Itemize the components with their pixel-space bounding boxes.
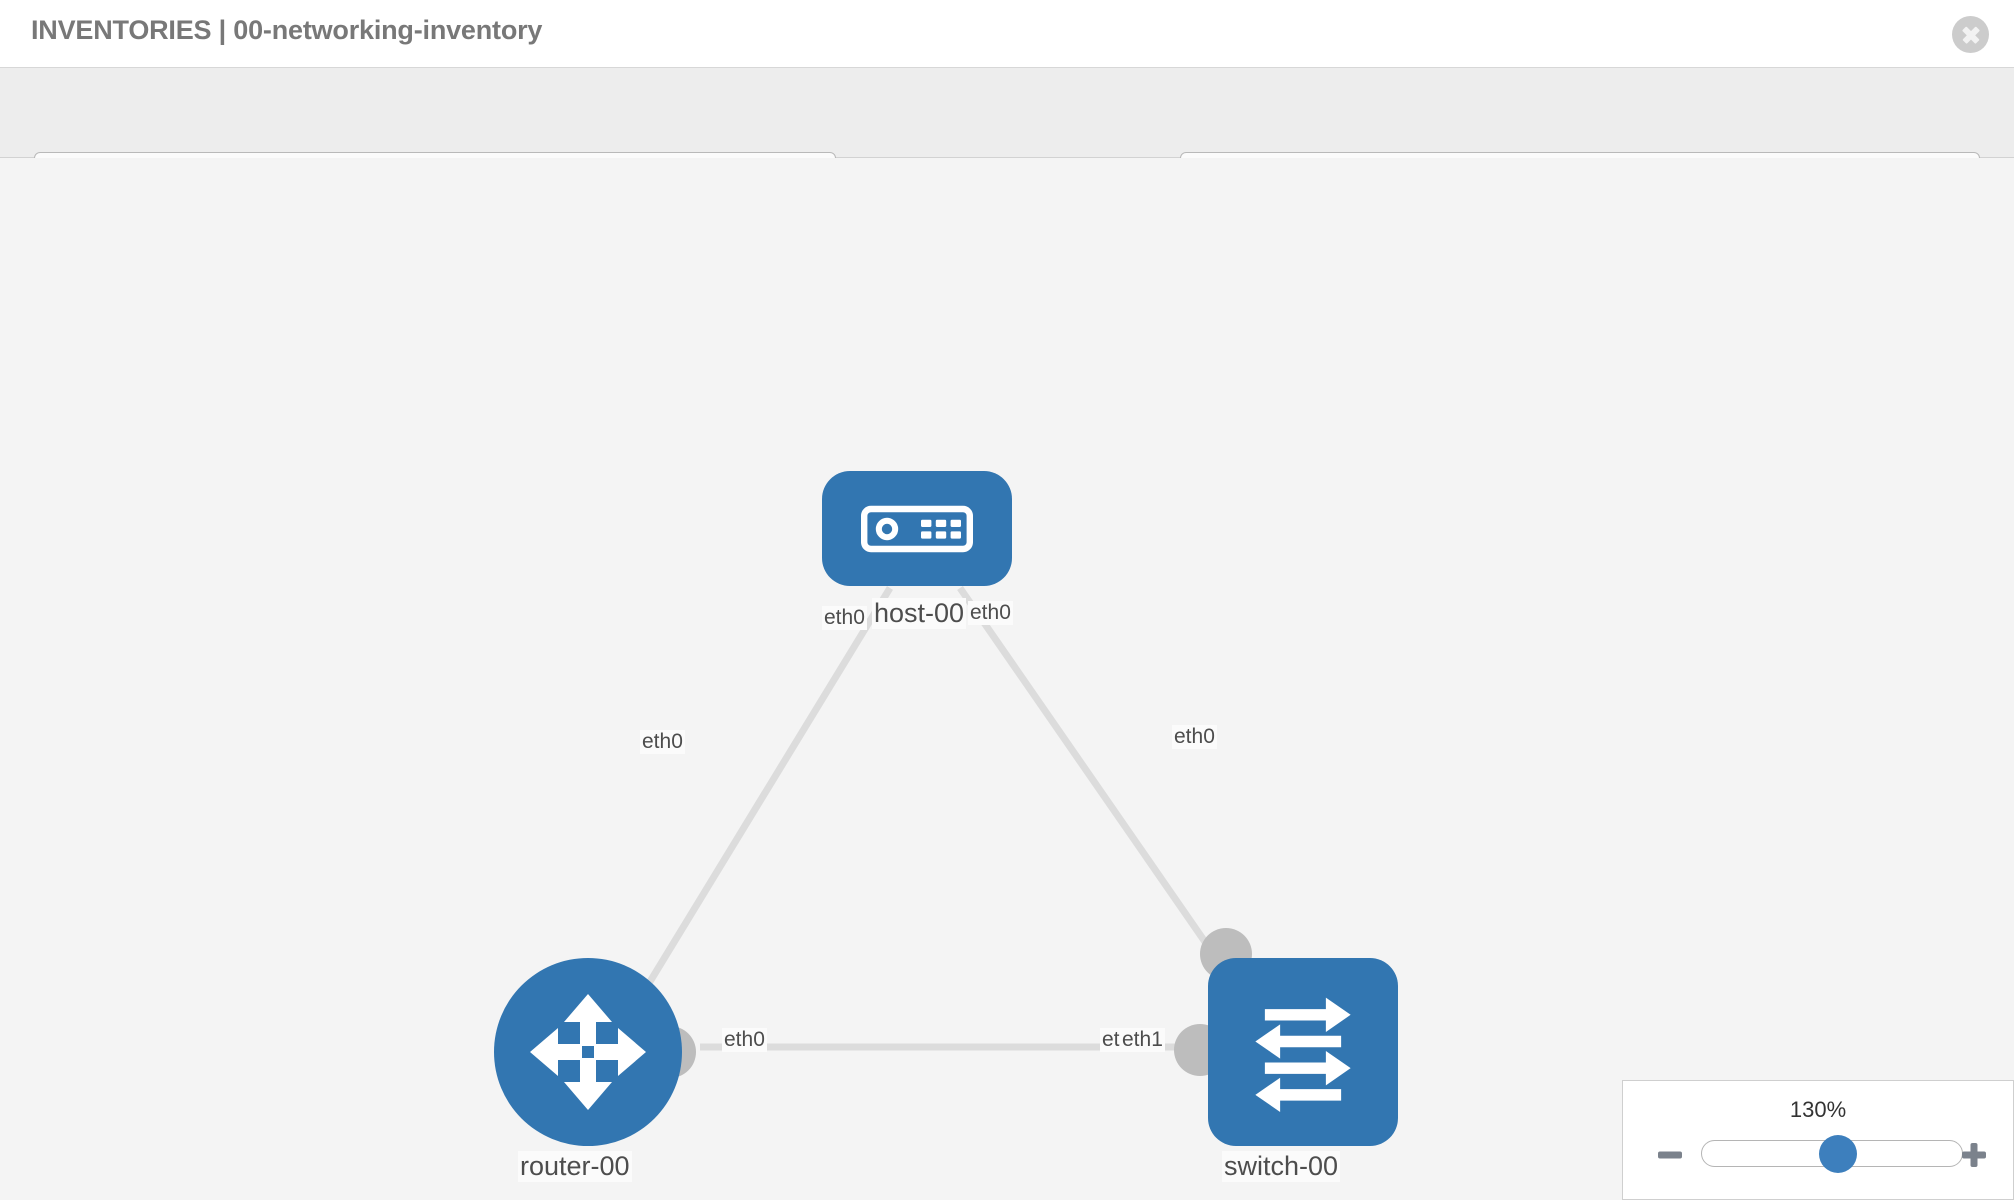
zoom-out-button[interactable] <box>1653 1138 1687 1172</box>
zoom-slider-track[interactable] <box>1701 1135 1963 1173</box>
zoom-slider-thumb[interactable] <box>1819 1135 1858 1173</box>
topology-node-router-00[interactable]: router-00 <box>494 958 696 1182</box>
host-node-shape <box>822 471 1012 586</box>
router-node-shape <box>494 958 682 1146</box>
topology-canvas[interactable]: host-00 eth0 eth0 router-00 eth0 eth0 <box>0 158 2014 1200</box>
iface-label-host-left: eth0 <box>822 606 867 630</box>
edge-host-switch <box>957 586 1233 980</box>
toolbar: ACTIONS SEARCH <box>0 68 2014 209</box>
zoom-control-panel: 130% <box>1622 1080 2014 1200</box>
iface-label-host-right: eth0 <box>968 601 1013 625</box>
iface-label-router-right: eth0 <box>722 1028 767 1052</box>
close-icon[interactable] <box>1952 16 1989 53</box>
page-header: INVENTORIES | 00-networking-inventory <box>0 0 2014 68</box>
topology-node-switch-00[interactable]: switch-00 <box>1174 928 1398 1182</box>
topology-node-label-switch-00: switch-00 <box>1222 1151 1341 1182</box>
iface-label-switch-left-b: eth1 <box>1120 1028 1165 1052</box>
minus-icon <box>1658 1151 1682 1159</box>
page-title: INVENTORIES | 00-networking-inventory <box>31 15 543 45</box>
topology-node-label-router-00: router-00 <box>518 1151 632 1182</box>
topology-node-label-host-00: host-00 <box>872 598 967 629</box>
router-arrows-icon <box>530 994 646 1110</box>
zoom-percent-label: 130% <box>1789 1097 1847 1122</box>
iface-label-switch-up: eth0 <box>1172 725 1217 749</box>
switch-arrows-icon <box>1255 997 1351 1112</box>
iface-label-router-up: eth0 <box>640 730 685 754</box>
zoom-in-button[interactable] <box>1957 1138 1991 1172</box>
plus-icon-vertical <box>1970 1143 1978 1167</box>
server-icon <box>861 505 973 553</box>
edge-host-router <box>637 586 893 1000</box>
topology-node-host-00[interactable]: host-00 <box>822 471 1012 629</box>
topology-edges <box>637 586 1233 1051</box>
switch-node-shape <box>1208 958 1398 1146</box>
